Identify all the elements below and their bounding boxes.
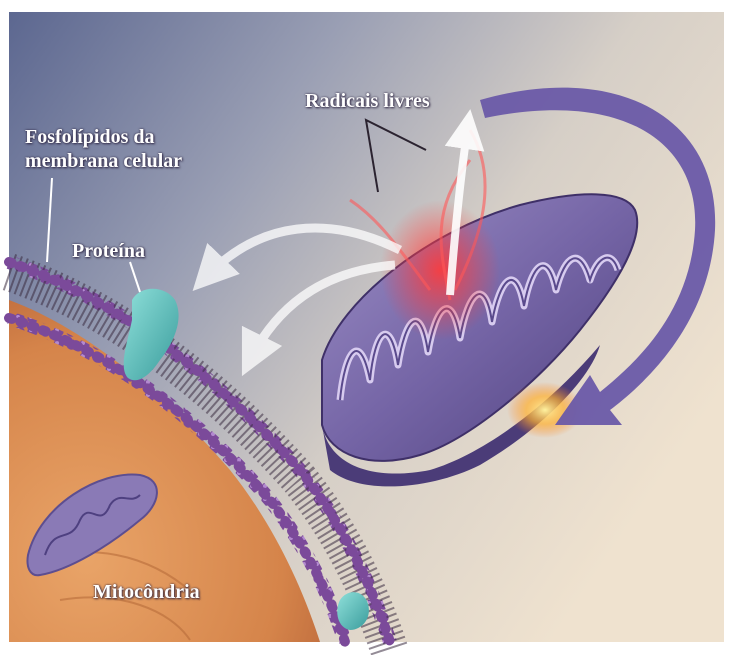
label-fosfolipidos-line2: membrana celular [25, 150, 182, 174]
label-fosfolipidos-line1: Fosfolípidos da [25, 126, 182, 150]
label-mitocondria: Mitocôndria [93, 581, 200, 605]
label-fosfolipidos: Fosfolípidos da membrana celular [25, 126, 182, 173]
label-radicais-livres: Radicais livres [305, 90, 430, 114]
label-proteina: Proteína [72, 240, 145, 264]
